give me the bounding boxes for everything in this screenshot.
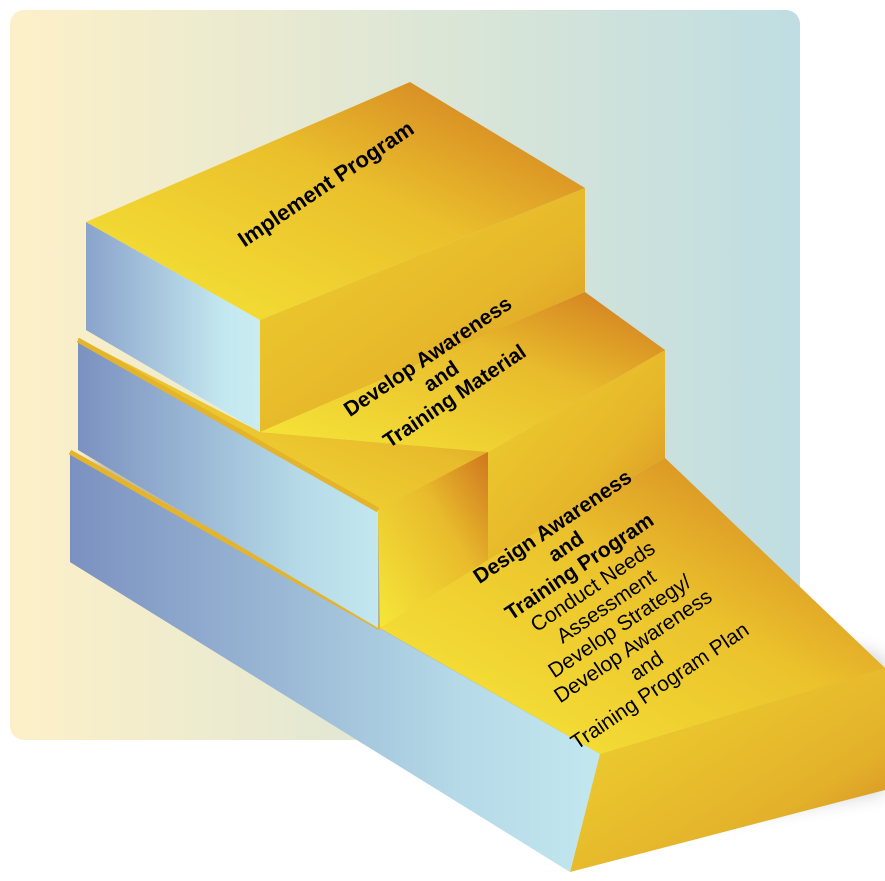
step-bottom-upper-top [380,458,885,754]
step-middle-tread [260,292,665,452]
step-middle-top-strip [78,338,488,510]
step-middle-side-face [78,340,378,628]
step-top-top-face [86,82,585,320]
step-top-riser-face [260,188,585,432]
step-middle-end-face [488,350,665,560]
step-top-side-face [86,222,260,432]
step-bottom-end-face [570,668,885,872]
step-bottom-long-face [70,452,600,872]
